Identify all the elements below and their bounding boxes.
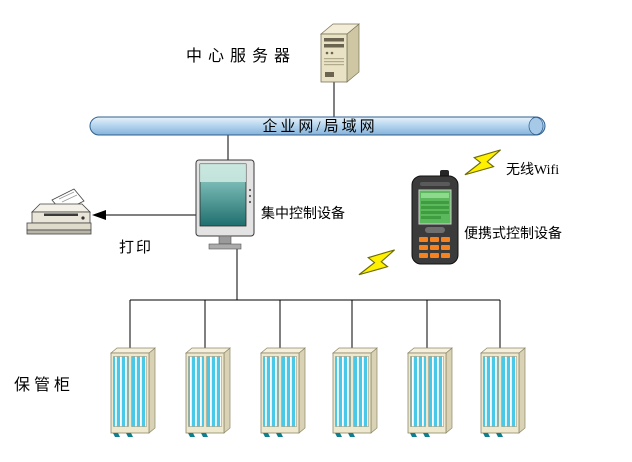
label-network-bus: 企业网/局域网: [262, 119, 378, 135]
pda-icon: [411, 169, 459, 265]
label-cabinet: 保管柜: [14, 377, 75, 394]
server-icon: [320, 23, 360, 83]
cabinet-icon-4: [332, 347, 378, 438]
label-print: 打印: [119, 240, 154, 256]
label-central-server: 中心服务器: [186, 48, 297, 65]
cabinet-icon-3: [260, 347, 306, 438]
cabinet-icon-2: [185, 347, 231, 438]
cabinet-icon-5: [407, 347, 453, 438]
cabinet-icon-6: [480, 347, 526, 438]
network-bus-pipe-endcap: [528, 117, 544, 135]
label-central-control: 集中控制设备: [261, 207, 345, 222]
lightning-icon-lower: [355, 239, 400, 287]
connector-lines: [104, 82, 501, 349]
lightning-icon-upper: [461, 139, 506, 187]
printer-icon: [26, 188, 92, 235]
monitor-icon: [195, 159, 255, 250]
network-bus-pipe: [89, 116, 546, 136]
print-arrowhead: [92, 210, 106, 220]
label-wifi: 无线Wifi: [506, 163, 560, 178]
cabinet-icon-1: [110, 347, 156, 438]
label-portable-control: 便携式控制设备: [464, 227, 562, 242]
